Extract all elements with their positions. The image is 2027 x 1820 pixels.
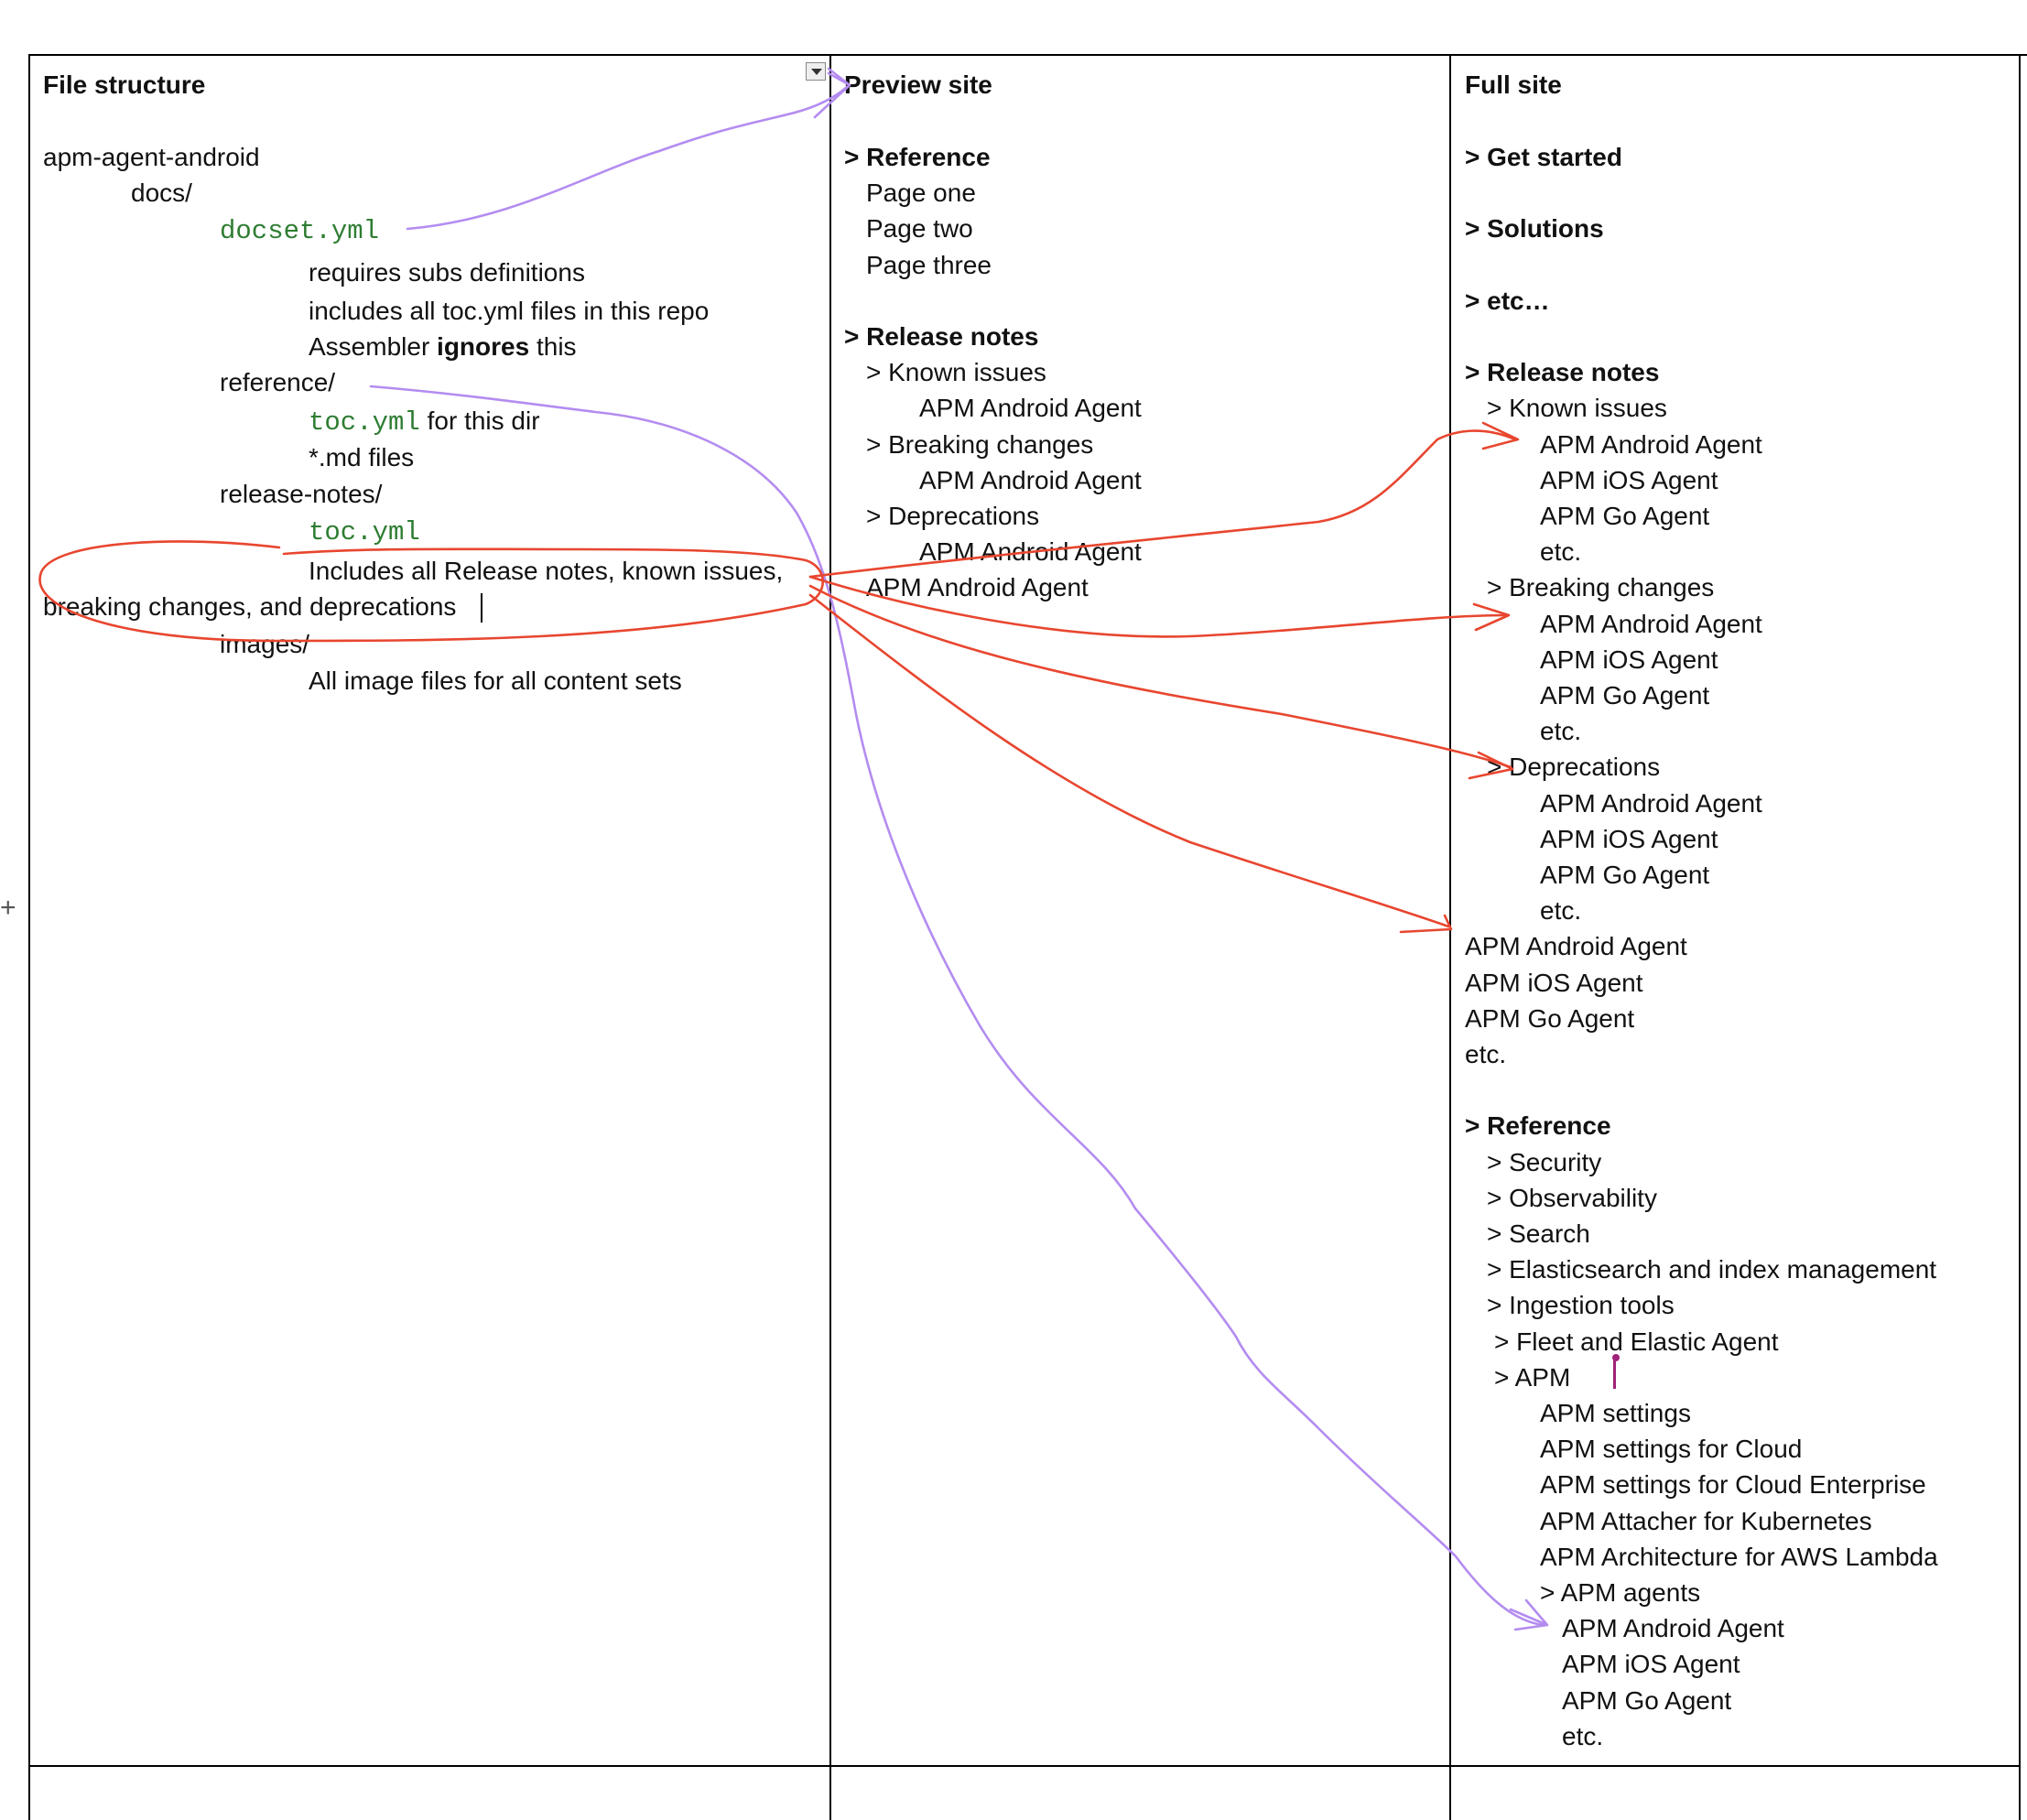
toc-reference-suffix: for this dir — [419, 406, 540, 435]
full-site-nav-item: APM iOS Agent — [1562, 1650, 1740, 1679]
full-site-nav-item: APM iOS Agent — [1540, 824, 1718, 853]
add-row-icon[interactable]: + — [0, 893, 16, 923]
red-arrowhead-android — [1399, 914, 1453, 934]
toc-reference-file: toc.yml — [309, 407, 420, 438]
full-site-nav-item: APM Go Agent — [1540, 502, 1710, 530]
full-site-nav-item: > Search — [1487, 1219, 1590, 1248]
preview-site-nav-item: > Release notes — [844, 322, 1039, 351]
images-dir: images/ — [220, 630, 310, 658]
all-images-text: All image files for all content sets — [309, 666, 682, 695]
full-site-nav-item: etc. — [1540, 537, 1582, 567]
full-site-nav-item: APM Android Agent — [1540, 429, 1762, 459]
full-site-nav-item: APM Go Agent — [1540, 681, 1710, 710]
docset-file: docset.yml — [220, 216, 380, 246]
text-cursor — [481, 593, 482, 623]
full-site-nav-item: APM Go Agent — [1465, 1003, 1635, 1033]
preview-site-nav-item: Page one — [866, 179, 976, 208]
preview-site-nav-item: > Deprecations — [866, 502, 1040, 530]
full-site-nav-item: > Security — [1487, 1147, 1602, 1176]
full-site-nav-item: > Get started — [1465, 143, 1622, 171]
cell-dropdown-icon[interactable] — [806, 62, 826, 81]
full-site-nav-item: > APM agents — [1540, 1578, 1701, 1607]
assembler-post: this — [529, 332, 577, 361]
full-site-nav-item: > Ingestion tools — [1487, 1291, 1675, 1320]
includes-toc-text: includes all toc.yml files in this repo — [309, 297, 710, 325]
red-arrowhead-breaking — [1472, 602, 1511, 632]
docs-dir: docs/ — [131, 179, 192, 207]
full-site-nav-item: etc. — [1540, 717, 1582, 746]
full-site-nav-item: APM Go Agent — [1562, 1685, 1732, 1715]
full-site-nav-item: APM Architecture for AWS Lambda — [1540, 1542, 1938, 1571]
full-site-nav-item: APM settings — [1540, 1399, 1691, 1427]
repo-root: apm-agent-android — [43, 143, 260, 171]
full-site-nav-item: > APM — [1494, 1362, 1571, 1392]
table-top-border — [28, 54, 2027, 56]
full-site-nav-item: APM settings for Cloud Enterprise — [1540, 1470, 1926, 1500]
full-site-nav-item: APM Android Agent — [1540, 788, 1762, 818]
full-site-nav-item: > etc… — [1465, 286, 1550, 315]
preview-site-nav-item: Page three — [866, 250, 992, 279]
preview-site-nav-item: > Reference — [844, 143, 991, 171]
full-site-nav-item: APM Attacher for Kubernetes — [1540, 1506, 1872, 1535]
full-site-nav-item: > Solutions — [1465, 214, 1604, 244]
purple-arrow-docset — [406, 85, 849, 231]
full-site-nav-item: > Reference — [1465, 1111, 1611, 1141]
red-arrowhead-known — [1481, 421, 1520, 450]
includes-rn-text-1: Includes all Release notes, known issues… — [309, 557, 784, 585]
table-col-divider-1 — [829, 54, 831, 1820]
requires-subs-text: requires subs definitions — [309, 258, 585, 287]
full-site-nav-item: > Deprecations — [1487, 753, 1661, 782]
full-site-nav-item: etc. — [1562, 1721, 1604, 1750]
full-site-nav-item: APM Android Agent — [1465, 932, 1687, 961]
full-site-nav-item: > Elasticsearch and index management — [1487, 1255, 1937, 1284]
preview-site-nav-item: > Breaking changes — [866, 429, 1094, 459]
full-site-nav-item: > Known issues — [1487, 394, 1667, 423]
preview-site-nav-item: APM Android Agent — [866, 573, 1089, 602]
full-site-nav-item: > Release notes — [1465, 358, 1660, 387]
reference-dir: reference/ — [220, 368, 336, 396]
table-col-divider-2 — [1449, 54, 1451, 1820]
md-files-text: *.md files — [309, 443, 415, 471]
full-site-nav-item: APM iOS Agent — [1465, 968, 1643, 997]
table-left-border — [28, 54, 30, 1820]
toc-reference-line: toc.yml for this dir — [309, 403, 540, 440]
full-site-nav-item: > Breaking changes — [1487, 573, 1715, 602]
preview-site-nav-item: APM Android Agent — [919, 537, 1142, 567]
comment-flag-icon[interactable] — [1612, 1354, 1620, 1389]
assembler-text: Assembler ignores this — [309, 329, 577, 364]
full-site-nav-item: APM Android Agent — [1562, 1614, 1784, 1643]
full-site-header: Full site — [1465, 70, 1562, 99]
preview-site-nav-item: APM Android Agent — [919, 465, 1142, 494]
release-notes-dir: release-notes/ — [220, 480, 383, 508]
full-site-nav-item: etc. — [1465, 1040, 1507, 1068]
preview-site-header: Preview site — [844, 70, 992, 99]
red-arrow-deprecations — [808, 584, 1512, 769]
full-site-nav-item: APM iOS Agent — [1540, 465, 1718, 494]
full-site-nav-item: APM iOS Agent — [1540, 645, 1718, 674]
full-site-nav-item: > Fleet and Elastic Agent — [1494, 1327, 1779, 1356]
assembler-bold: ignores — [437, 332, 530, 361]
preview-site-nav-item: Page two — [866, 214, 973, 244]
file-structure-header: File structure — [43, 70, 206, 99]
full-site-nav-item: > Observability — [1487, 1183, 1657, 1212]
full-site-nav-item: APM Go Agent — [1540, 861, 1710, 889]
full-site-nav-item: APM settings for Cloud — [1540, 1435, 1803, 1464]
red-arrow-android — [808, 593, 1450, 928]
table-right-border — [2019, 54, 2021, 1820]
assembler-pre: Assembler — [309, 332, 438, 361]
preview-site-nav-item: APM Android Agent — [919, 394, 1142, 423]
full-site-nav-item: APM Android Agent — [1540, 609, 1762, 638]
table-row-divider — [28, 1765, 2021, 1767]
toc-release-notes-file: toc.yml — [309, 517, 420, 547]
full-site-nav-item: etc. — [1540, 896, 1582, 926]
preview-site-nav-item: > Known issues — [866, 358, 1046, 387]
includes-rn-text-2: breaking changes, and deprecations — [43, 592, 457, 621]
